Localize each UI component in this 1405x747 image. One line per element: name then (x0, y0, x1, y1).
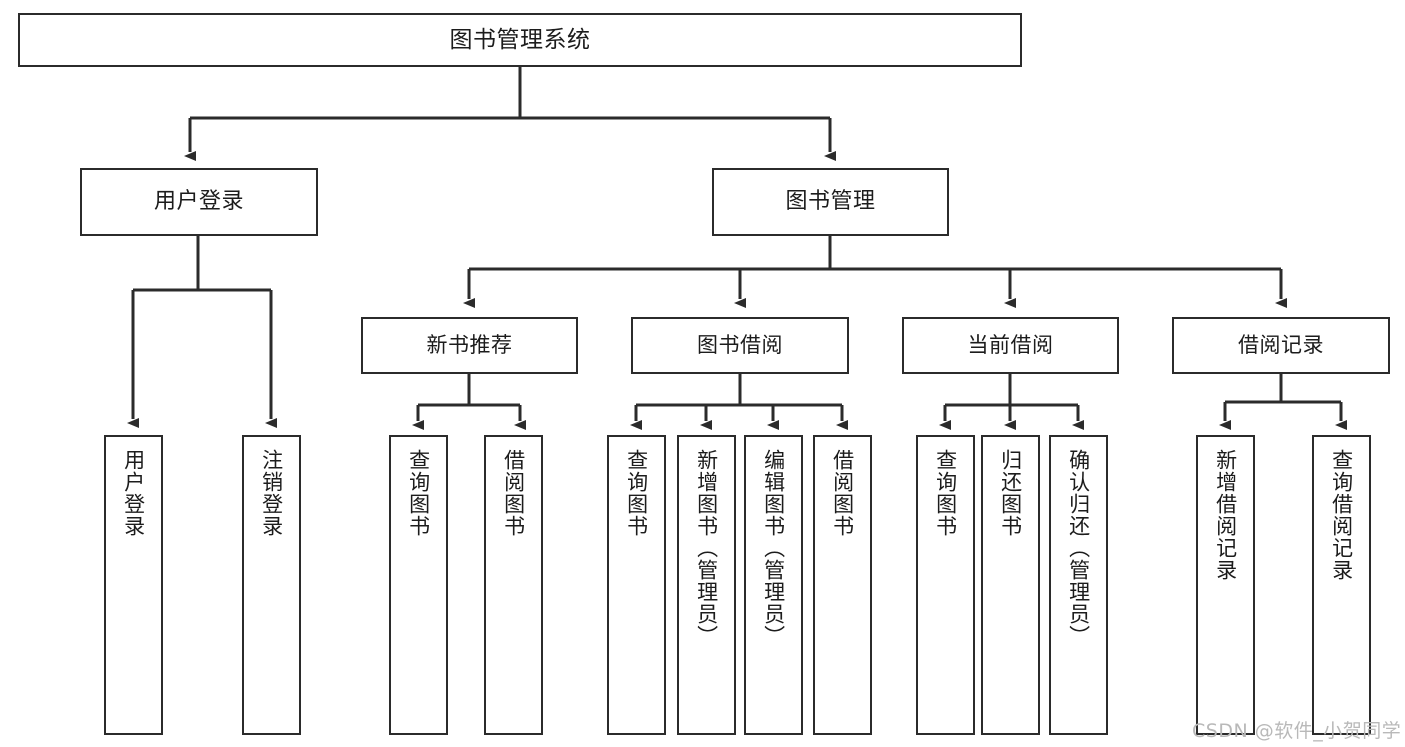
node-label: 查询图书 (624, 449, 649, 537)
node-label: 新书推荐 (426, 333, 513, 358)
leaf-borrow-book[interactable]: 借阅图书 (813, 435, 872, 735)
leaf-user-login[interactable]: 用户登录 (104, 435, 163, 735)
node-label: 图书管理系统 (449, 26, 591, 53)
leaf-add-borrow-record[interactable]: 新增借阅记录 (1196, 435, 1255, 735)
node-label: 图书借阅 (697, 333, 783, 358)
leaf-query-book-current[interactable]: 查询图书 (916, 435, 975, 735)
node-label: 当前借阅 (967, 333, 1054, 358)
leaf-logout[interactable]: 注销登录 (242, 435, 301, 735)
leaf-borrow-book-recommend[interactable]: 借阅图书 (484, 435, 543, 735)
node-new-book-recommend[interactable]: 新书推荐 (361, 317, 578, 374)
node-borrow-record[interactable]: 借阅记录 (1172, 317, 1390, 374)
node-label: 归还图书 (998, 449, 1023, 537)
leaf-query-borrow-record[interactable]: 查询借阅记录 (1312, 435, 1371, 735)
node-label: 确认归还（管理员） (1066, 449, 1091, 647)
node-label: 用户登录 (153, 189, 244, 215)
leaf-edit-book-admin[interactable]: 编辑图书（管理员） (744, 435, 803, 735)
node-root-system[interactable]: 图书管理系统 (18, 13, 1022, 67)
node-label: 图书管理 (785, 189, 876, 215)
node-book-borrow[interactable]: 图书借阅 (631, 317, 849, 374)
node-label: 用户登录 (121, 449, 146, 537)
node-user-login[interactable]: 用户登录 (80, 168, 318, 236)
node-label: 借阅图书 (501, 449, 526, 537)
leaf-return-book[interactable]: 归还图书 (981, 435, 1040, 735)
node-label: 查询图书 (933, 449, 958, 537)
leaf-query-book-recommend[interactable]: 查询图书 (389, 435, 448, 735)
node-label: 注销登录 (259, 449, 284, 537)
leaf-query-book-borrow[interactable]: 查询图书 (607, 435, 666, 735)
node-current-borrow[interactable]: 当前借阅 (902, 317, 1119, 374)
node-label: 新增图书（管理员） (694, 449, 719, 647)
leaf-add-book-admin[interactable]: 新增图书（管理员） (677, 435, 736, 735)
node-label: 借阅记录 (1238, 333, 1324, 358)
node-label: 查询图书 (406, 449, 431, 537)
node-label: 查询借阅记录 (1329, 449, 1354, 581)
node-label: 借阅图书 (830, 449, 855, 537)
node-label: 编辑图书（管理员） (761, 449, 786, 647)
node-book-manage[interactable]: 图书管理 (712, 168, 949, 236)
node-label: 新增借阅记录 (1213, 449, 1238, 581)
leaf-confirm-return-admin[interactable]: 确认归还（管理员） (1049, 435, 1108, 735)
